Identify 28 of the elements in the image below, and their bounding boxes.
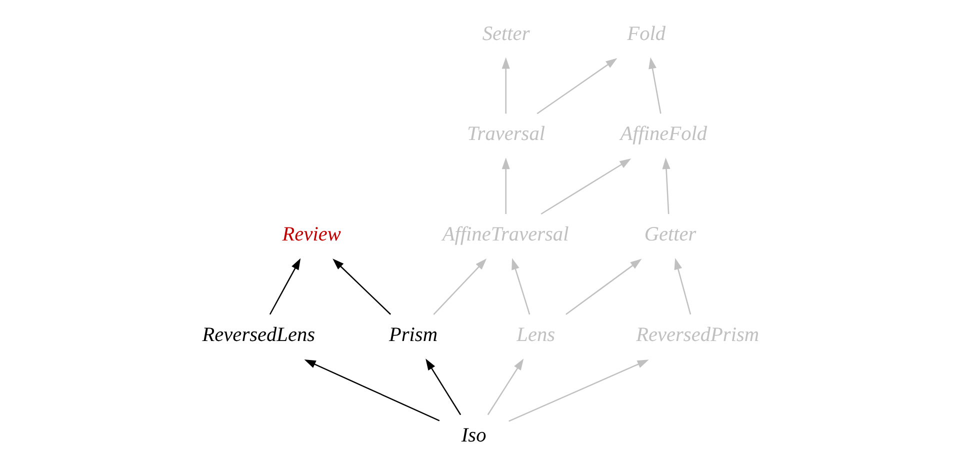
node-text: Lens [516,324,555,346]
arrow [674,258,691,315]
node-text: AffineFold [620,123,707,146]
node-text: Iso [460,424,486,446]
arrow [565,258,642,315]
arrow [432,258,486,315]
node-text: ReversedPrism [636,324,759,346]
node-text: AffineTraversal [442,224,568,246]
node-text: Getter [644,224,696,246]
arrow [425,358,461,416]
node-text: Traversal [466,123,545,146]
arrow [662,158,670,214]
node-text: Prism [388,324,438,346]
node-text: Review [282,224,340,246]
node-text: Fold [626,22,666,45]
arrow [304,360,440,422]
arrow [536,58,617,114]
node-text: Setter [482,22,530,45]
arrow [501,57,510,114]
arrow [540,158,631,215]
arrow [268,258,300,315]
arrow [648,57,661,114]
arrow [511,258,530,315]
arrow [501,158,510,214]
node-text: ReversedLens [202,324,315,346]
arrow [486,358,524,416]
arrow [332,258,391,315]
arrow [508,360,648,422]
